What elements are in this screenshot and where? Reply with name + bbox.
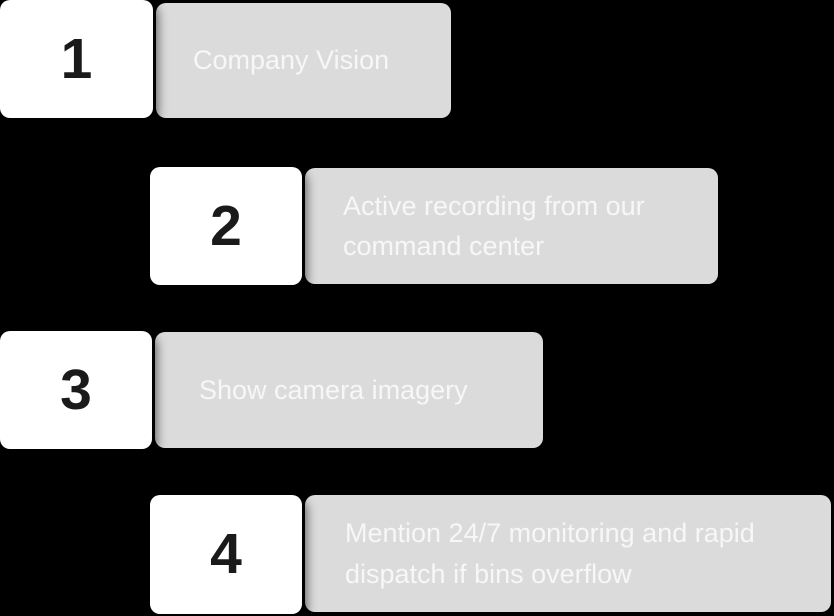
step-number-box: 3 <box>0 331 152 449</box>
step-number-box: 1 <box>0 0 153 118</box>
step-label-box: Company Vision <box>156 3 451 118</box>
step-label-line: Mention 24/7 monitoring and rapid <box>345 518 755 548</box>
step-number-box: 4 <box>150 495 302 614</box>
step-label-line: Active recording from our <box>343 190 645 221</box>
step-label-box: Active recording from our command center <box>305 168 718 284</box>
step-label-line: Company Vision <box>193 45 390 76</box>
step-number: 3 <box>60 357 92 422</box>
step-number: 4 <box>210 522 242 586</box>
step-label-box: Show camera imagery <box>155 332 543 448</box>
step-label: Show camera imagery <box>199 370 543 411</box>
step-label: Company Vision <box>193 40 451 81</box>
step-label-line: command center <box>343 231 545 261</box>
step-label-line: dispatch if bins overflow <box>345 558 632 589</box>
step-label: Active recording from our command center <box>343 186 718 267</box>
step-number-box: 2 <box>150 167 302 285</box>
step-number: 2 <box>210 193 242 258</box>
step-label-line: Show camera imagery <box>199 374 468 405</box>
step-number: 1 <box>60 26 93 91</box>
step-label-box: Mention 24/7 monitoring and rapid dispat… <box>305 495 831 612</box>
step-label: Mention 24/7 monitoring and rapid dispat… <box>345 513 831 594</box>
